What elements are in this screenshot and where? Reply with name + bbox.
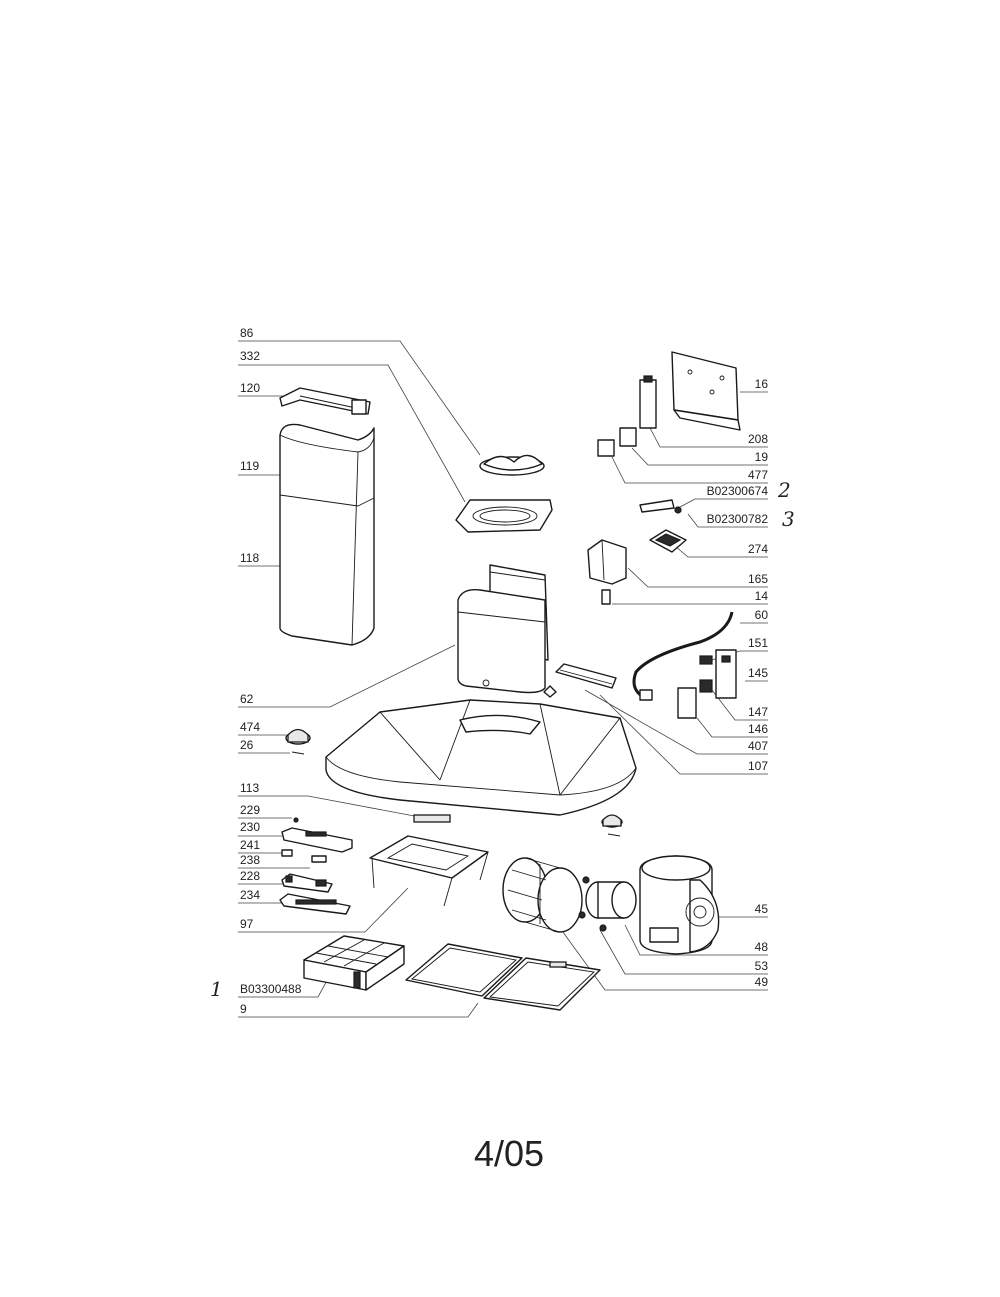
light-strip-part xyxy=(413,814,451,823)
label-145: 145 xyxy=(748,666,768,680)
bar-part xyxy=(555,663,617,689)
label-16: 16 xyxy=(755,377,769,391)
label-274: 274 xyxy=(748,542,768,556)
lamp-holder-part xyxy=(639,499,682,514)
label-97: 97 xyxy=(240,917,254,931)
page-code: 4/05 xyxy=(474,1133,544,1174)
spring-151-part xyxy=(699,655,713,665)
label-26: 26 xyxy=(240,738,254,752)
label-120: 120 xyxy=(240,381,260,395)
fan-wheel-part xyxy=(502,857,583,933)
handwritten-mark-2: 2 xyxy=(777,478,791,502)
grease-filter-left-part xyxy=(405,943,523,997)
wall-bracket-part xyxy=(279,387,371,415)
label-107: 107 xyxy=(748,759,768,773)
label-53: 53 xyxy=(755,959,769,973)
label-147: 147 xyxy=(748,705,768,719)
switch-477-part xyxy=(597,439,615,457)
terminal-block-part xyxy=(587,539,627,585)
control-parts xyxy=(279,817,353,915)
label-48: 48 xyxy=(755,940,769,954)
handwritten-mark-1: 1 xyxy=(210,977,223,1001)
label-230: 230 xyxy=(240,820,260,834)
support-frame-part xyxy=(369,835,489,907)
label-14: 14 xyxy=(755,589,769,603)
switch-box-274-part xyxy=(649,529,687,553)
label-407: 407 xyxy=(748,739,768,753)
switch-19-part xyxy=(619,427,637,447)
motor-housing-part xyxy=(457,564,549,694)
label-477: 477 xyxy=(748,468,768,482)
label-234: 234 xyxy=(240,888,260,902)
knob-part xyxy=(285,728,311,755)
label-118: 118 xyxy=(240,551,259,565)
small-bracket-part xyxy=(543,685,557,698)
leader-lines xyxy=(238,340,768,1018)
label-332: 332 xyxy=(240,349,260,363)
label-238: 238 xyxy=(240,853,260,867)
motor-part xyxy=(578,876,637,932)
chimney-part xyxy=(279,423,375,646)
label-113: 113 xyxy=(240,781,259,795)
capacitor-part xyxy=(639,375,657,429)
label-86: 86 xyxy=(240,326,254,340)
label-208: 208 xyxy=(748,432,768,446)
adaptor-plate-part xyxy=(455,499,553,533)
hood-canopy-part xyxy=(325,699,637,816)
label-45: 45 xyxy=(755,902,769,916)
label-B02300674: B02300674 xyxy=(707,484,769,498)
label-228: 228 xyxy=(240,869,260,883)
label-165: 165 xyxy=(748,572,768,586)
label-62: 62 xyxy=(240,692,254,706)
block-147-part xyxy=(699,679,713,693)
box-146-part xyxy=(677,687,697,719)
label-9: 9 xyxy=(240,1002,247,1016)
terminal-145-part xyxy=(715,649,737,699)
label-119: 119 xyxy=(240,459,259,473)
label-241: 241 xyxy=(240,838,260,852)
label-49: 49 xyxy=(755,975,769,989)
label-151: 151 xyxy=(748,636,768,650)
blower-housing-part xyxy=(639,855,720,955)
carbon-filter-part xyxy=(303,935,405,991)
label-229: 229 xyxy=(240,803,260,817)
label-60: 60 xyxy=(755,608,769,622)
backdraft-valve-part xyxy=(479,454,545,476)
label-19: 19 xyxy=(755,450,769,464)
power-cable-part xyxy=(632,611,734,701)
label-474: 474 xyxy=(240,720,260,734)
handwritten-mark-3: 3 xyxy=(782,507,795,531)
label-146: 146 xyxy=(748,722,768,736)
label-B03300488: B03300488 xyxy=(240,982,302,996)
control-plate-part xyxy=(671,351,741,431)
fuse-part xyxy=(601,589,611,605)
label-B02300782: B02300782 xyxy=(707,512,769,526)
knob-right-part xyxy=(601,814,623,837)
grease-filter-right-part xyxy=(483,957,601,1011)
